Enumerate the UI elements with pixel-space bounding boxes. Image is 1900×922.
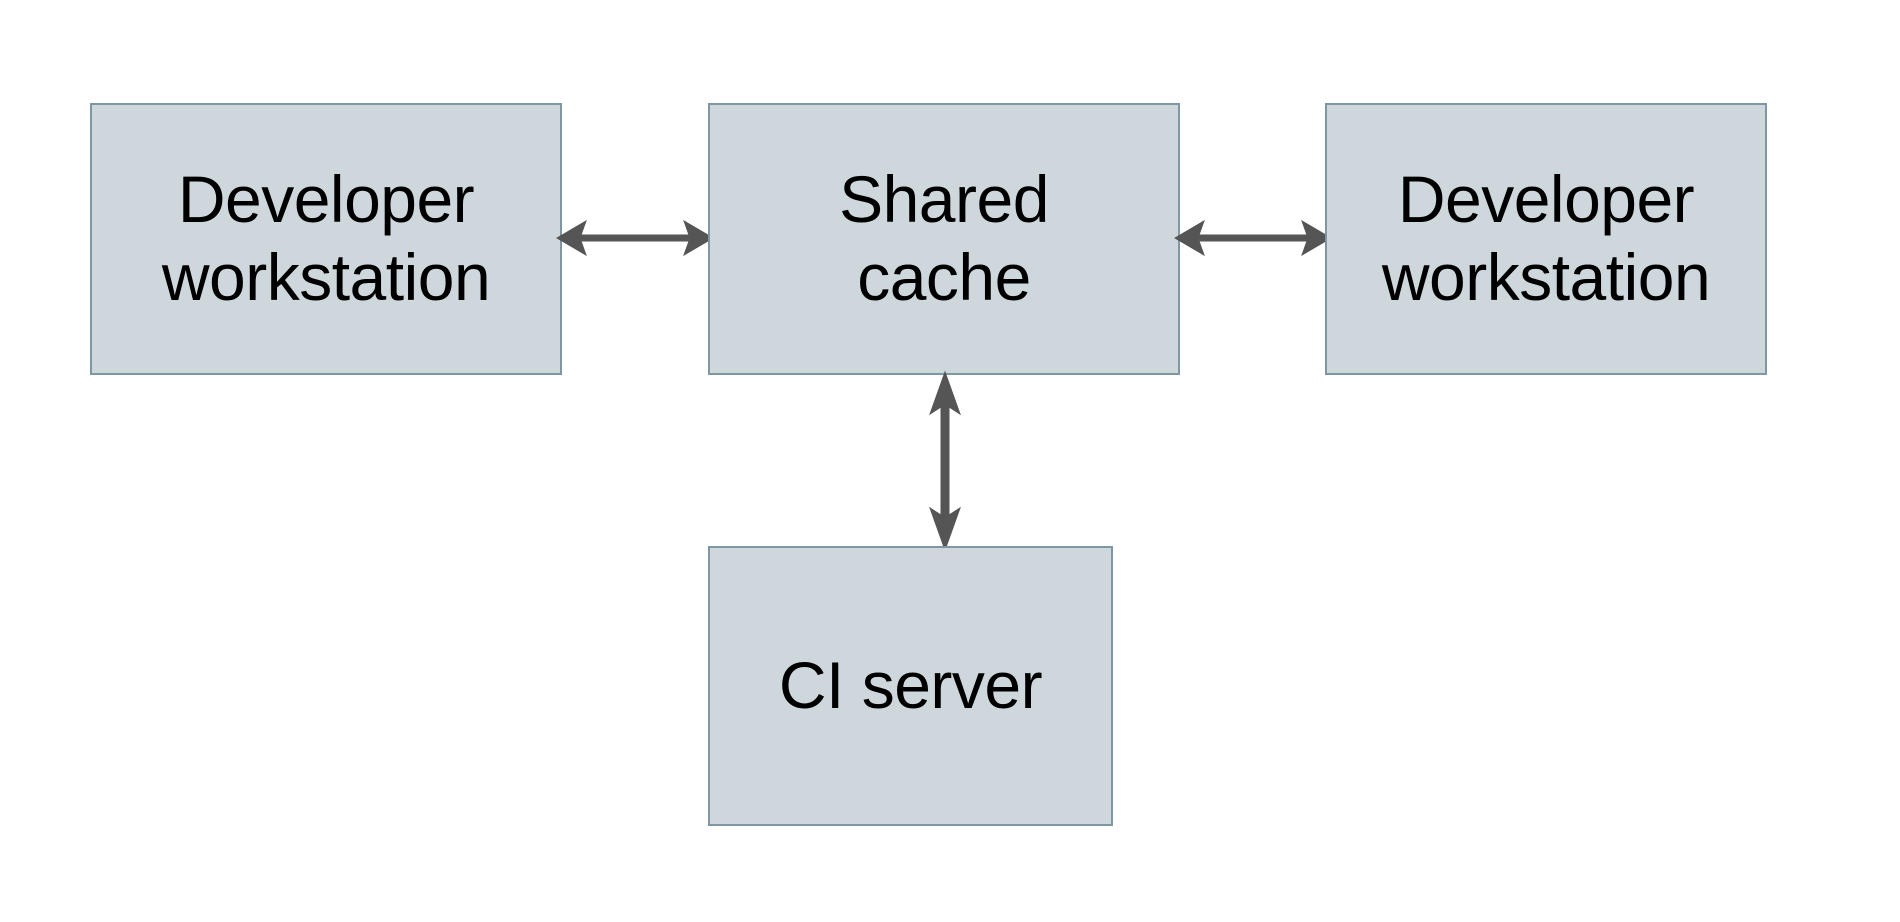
node-developer-workstation-left[interactable]: Developer workstation — [90, 103, 562, 375]
node-ci-server[interactable]: CI server — [708, 546, 1113, 826]
bidirectional-arrow-icon — [1174, 219, 1332, 257]
node-shared-cache[interactable]: Shared cache — [708, 103, 1180, 375]
edge-shared-cache-to-dev-right — [1174, 216, 1332, 260]
edge-shared-cache-to-ci-server — [905, 370, 985, 552]
node-label: Developer workstation — [1381, 162, 1711, 314]
bidirectional-arrow-icon — [929, 370, 961, 552]
node-label: Shared cache — [839, 162, 1049, 314]
edge-dev-left-to-shared-cache — [556, 216, 714, 260]
node-label: CI server — [778, 648, 1043, 723]
bidirectional-arrow-icon — [556, 219, 714, 257]
node-developer-workstation-right[interactable]: Developer workstation — [1325, 103, 1767, 375]
node-label: Developer workstation — [161, 162, 491, 314]
